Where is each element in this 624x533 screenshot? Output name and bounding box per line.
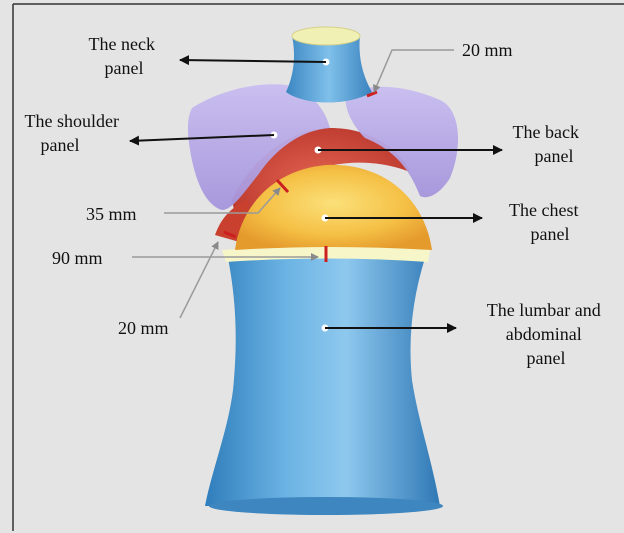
measure-neck-shoulder: 20 mm xyxy=(462,40,513,60)
label-shoulder-line2: panel xyxy=(41,135,80,155)
label-chest-line1: The chest xyxy=(509,200,578,220)
measure-chest-lumbar: 20 mm xyxy=(118,318,169,338)
label-neck-line1: The neck xyxy=(89,34,155,54)
measure-chest-side: 90 mm xyxy=(52,248,103,268)
lumbar-abdominal-panel xyxy=(205,258,440,506)
label-lumbar-line1: The lumbar and xyxy=(487,300,601,320)
label-neck-line2: panel xyxy=(105,58,144,78)
label-back-line2: panel xyxy=(535,146,574,166)
label-back-line1: The back xyxy=(513,122,579,142)
label-chest-line2: panel xyxy=(531,224,570,244)
neck-panel xyxy=(286,36,372,103)
label-shoulder-line1: The shoulder xyxy=(25,111,119,131)
label-lumbar-line2: abdominal xyxy=(506,324,582,344)
lumbar-bottom-rim xyxy=(209,497,443,515)
measure-shoulder-chest: 35 mm xyxy=(86,204,137,224)
label-lumbar-line3: panel xyxy=(527,348,566,368)
neck-top-opening xyxy=(292,27,360,45)
